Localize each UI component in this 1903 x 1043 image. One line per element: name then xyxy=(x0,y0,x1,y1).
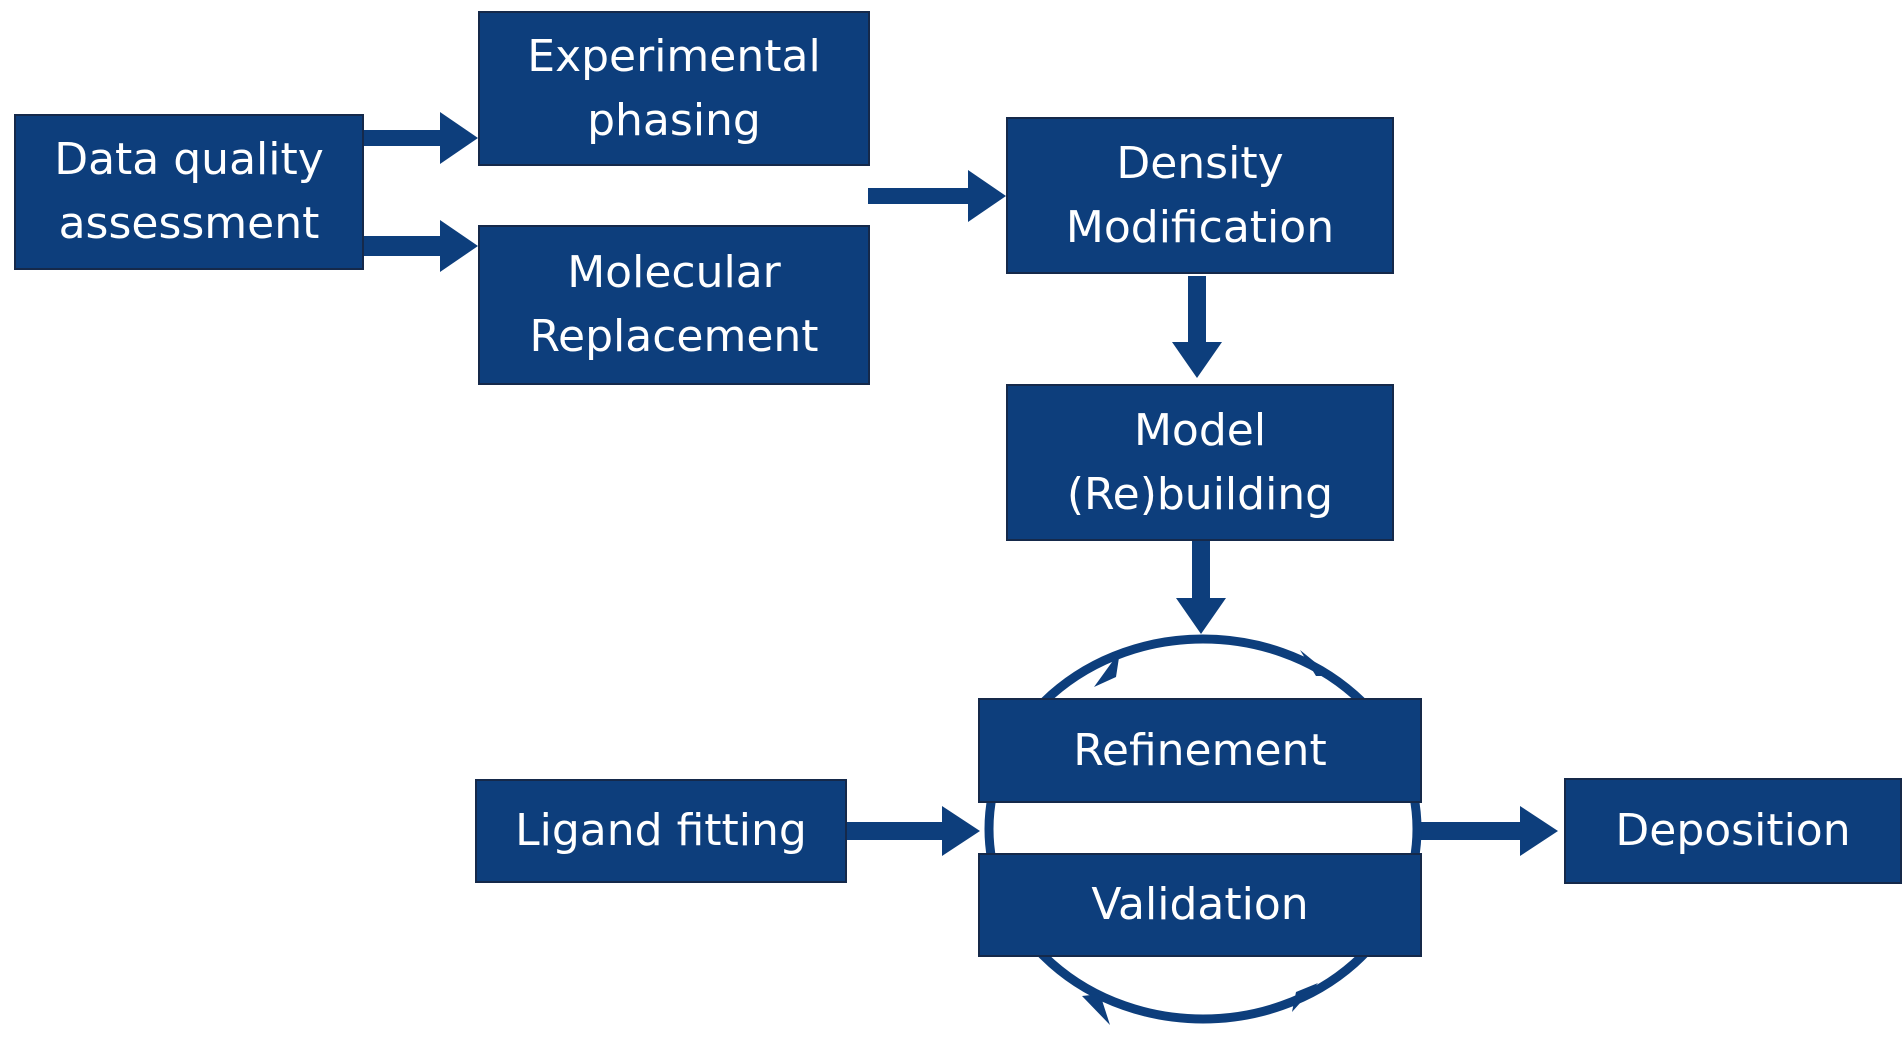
data-quality-assessment-line-1: Data quality xyxy=(54,134,324,185)
model-rebuilding-box: Model (Re)building xyxy=(1006,384,1394,541)
density-modification-line-1: Density xyxy=(1116,137,1284,189)
cycle-arrowhead xyxy=(1300,650,1332,676)
experimental-phasing-box: Experimental phasing xyxy=(478,11,870,166)
validation-label: Validation xyxy=(1091,879,1309,930)
molecular-replacement-box: Molecular Replacement xyxy=(478,225,870,385)
molecular-replacement-line-1: Molecular xyxy=(567,247,781,298)
arrow-data-quality-to-molecular-replacement xyxy=(362,220,478,272)
model-rebuilding-line-1: Model xyxy=(1133,404,1267,456)
arrow-data-quality-to-experimental-phasing xyxy=(362,112,478,164)
ligand-fitting-box: Ligand fitting xyxy=(475,779,847,883)
density-modification-line-2: Modification xyxy=(1065,201,1335,253)
deposition-label: Deposition xyxy=(1615,805,1851,856)
deposition-box: Deposition xyxy=(1564,778,1902,884)
data-quality-assessment-box: Data quality assessment xyxy=(14,114,364,270)
arrow-ligand-fitting-to-refinement xyxy=(846,806,980,856)
data-quality-assessment-line-2: assessment xyxy=(58,198,320,249)
molecular-replacement-line-2: Replacement xyxy=(529,311,819,362)
arrow-density-to-model-rebuilding xyxy=(1172,276,1222,378)
density-modification-box: Density Modification xyxy=(1006,117,1394,274)
experimental-phasing-line-1: Experimental xyxy=(527,30,821,82)
experimental-phasing-line-2: phasing xyxy=(587,94,761,146)
arrow-refinement-to-deposition xyxy=(1418,806,1558,856)
refinement-label: Refinement xyxy=(1073,724,1327,776)
arrow-model-rebuilding-to-refinement-cycle xyxy=(1176,540,1226,634)
validation-box: Validation xyxy=(978,853,1422,957)
model-rebuilding-line-2: (Re)building xyxy=(1066,468,1334,520)
cycle-arrowhead xyxy=(1082,994,1110,1025)
cycle-arrowhead xyxy=(1292,983,1318,1012)
refinement-box: Refinement xyxy=(978,698,1422,803)
arrow-phasing-to-density-modification xyxy=(868,170,1006,222)
refinement-cycle-ring xyxy=(984,634,1422,1024)
cycle-arrowhead xyxy=(1094,651,1120,687)
ligand-fitting-label: Ligand fitting xyxy=(515,805,807,856)
